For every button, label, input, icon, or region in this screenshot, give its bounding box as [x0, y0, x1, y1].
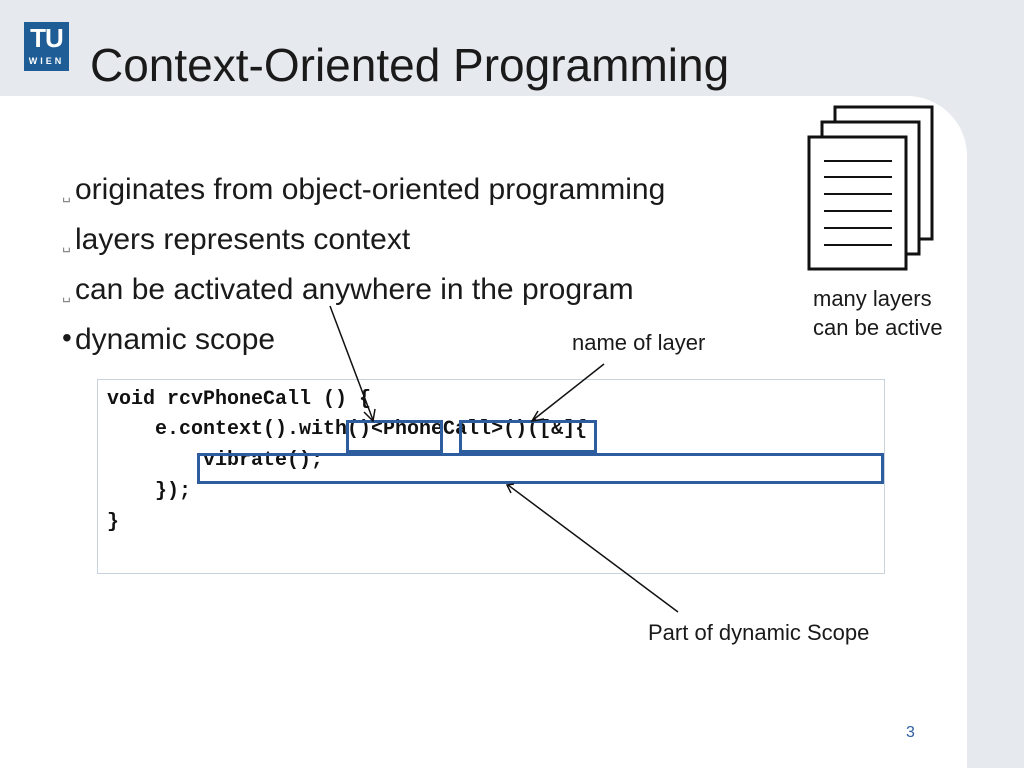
code-box	[97, 379, 885, 574]
many-layers-line-2: can be active	[813, 315, 943, 340]
bullet-item: ␣ can be activated anywhere in the progr…	[62, 268, 665, 318]
bullet-marker: •	[62, 322, 72, 353]
bullet-item: ␣ layers represents context	[62, 218, 665, 268]
name-of-layer-note: name of layer	[572, 330, 706, 355]
code-line: void rcvPhoneCall () {	[107, 388, 372, 411]
bullet-item: • dynamic scope	[62, 318, 665, 368]
code-line: }	[107, 511, 120, 534]
tu-wien-logo: TU WIEN	[24, 22, 69, 71]
slide-title: Context-Oriented Programming	[90, 39, 730, 91]
bullet-marker: ␣	[62, 286, 71, 302]
bullet-item: ␣ originates from object-oriented progra…	[62, 168, 665, 218]
code-line: e.context().with()<PhoneCall>()([&]{	[107, 418, 588, 441]
bullet-text: can be activated anywhere in the program	[75, 273, 634, 306]
bullet-marker: ␣	[62, 186, 71, 202]
bullet-text: dynamic scope	[75, 323, 276, 356]
bullet-list: ␣ originates from object-oriented progra…	[62, 168, 665, 368]
stacked-documents-icon	[807, 105, 934, 271]
bullet-text: layers represents context	[75, 223, 411, 256]
layer-name-highlight-box	[459, 420, 597, 453]
bullet-text: originates from object-oriented programm…	[75, 173, 666, 206]
logo-text-tu: TU	[30, 23, 64, 53]
many-layers-note: many layers can be active	[813, 284, 943, 342]
part-of-dynamic-scope-note: Part of dynamic Scope	[648, 620, 870, 645]
bullet-marker: ␣	[62, 236, 71, 252]
page-number: 3	[906, 724, 915, 741]
dynamic-scope-highlight-box	[197, 453, 884, 484]
logo-text-wien: WIEN	[28, 56, 65, 66]
many-layers-line-1: many layers	[813, 286, 932, 311]
code-line: });	[107, 480, 192, 503]
with-highlight-box	[346, 420, 443, 453]
